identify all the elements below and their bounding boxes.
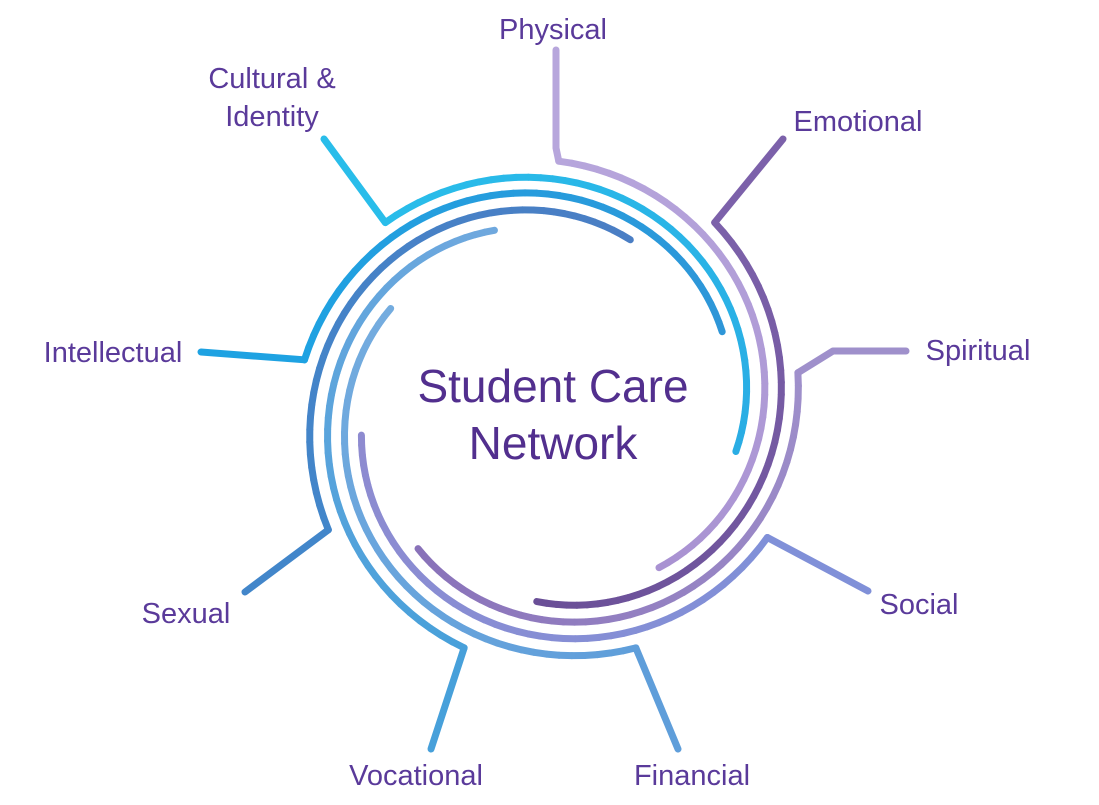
diagram-title: Student Care Network — [417, 360, 689, 469]
arc-sexual — [306, 206, 634, 534]
dimension-label-cultural-identity: Cultural & Identity — [208, 63, 336, 133]
spoke-line-physical — [552, 46, 563, 165]
spoke-line-financial — [632, 644, 682, 753]
arc-vocational — [324, 226, 498, 652]
dimension-label-social: Social — [879, 589, 959, 621]
spoke-line-social — [763, 534, 872, 595]
dimension-label-sexual: Sexual — [141, 598, 231, 630]
arc-financial — [341, 305, 640, 660]
dimension-label-intellectual: Intellectual — [43, 337, 183, 369]
spoke-line-emotional — [711, 135, 787, 227]
dimension-label-emotional: Emotional — [793, 106, 923, 138]
arc-physical — [555, 157, 769, 572]
arc-spiritual — [414, 369, 802, 626]
spoke-line-intellectual — [197, 348, 308, 364]
dimension-label-vocational: Vocational — [349, 760, 483, 792]
dimension-label-spiritual: Spiritual — [925, 335, 1031, 367]
dimension-label-physical: Physical — [499, 14, 607, 46]
spoke-line-sexual — [241, 526, 332, 596]
spoke-line-vocational — [427, 644, 468, 753]
spoke-line-cultural — [320, 135, 389, 227]
arc-intellectual — [300, 189, 726, 364]
dimension-label-financial: Financial — [633, 760, 751, 792]
arc-emotional — [533, 219, 785, 609]
arc-cultural — [381, 173, 751, 456]
arc-social — [357, 431, 771, 643]
spoke-line-spiritual — [794, 347, 910, 377]
